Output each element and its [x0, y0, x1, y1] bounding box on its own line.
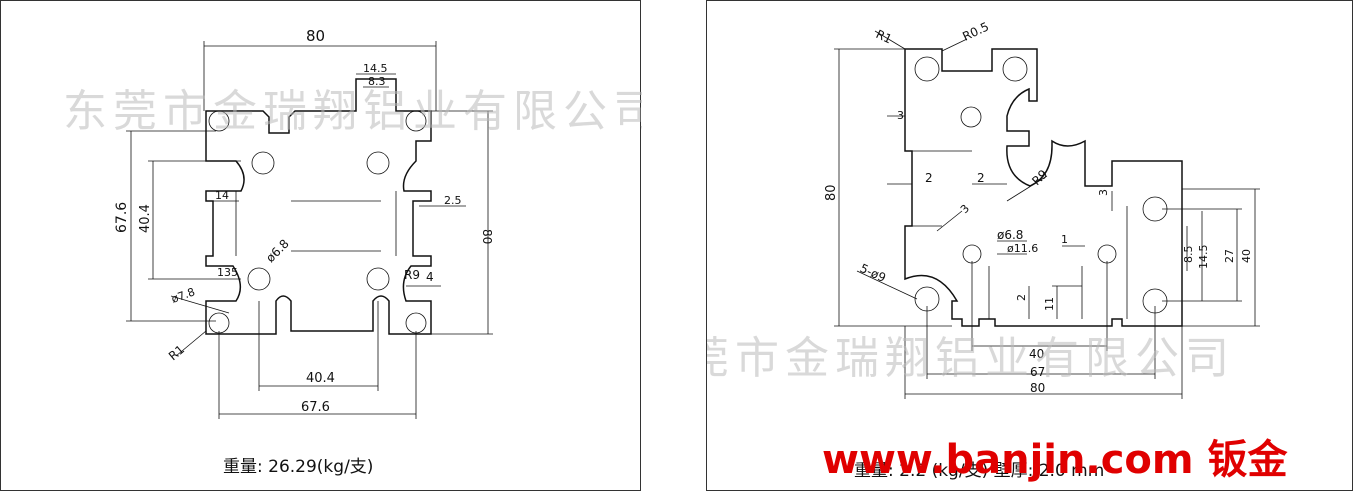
dim-radius-r1: R1: [166, 342, 187, 363]
dim-wall-3a: 3: [897, 109, 904, 122]
dim-14-5: 14.5: [1197, 245, 1210, 270]
right-weight-caption: 重量: 2.2 (kg/支) 壁厚: 2.0 mm: [854, 461, 1104, 481]
dim-bottom-40: 40: [1029, 347, 1044, 361]
dim-bore-6-8: ø6.8: [263, 237, 292, 266]
right-dimension-lines: [834, 30, 1260, 399]
left-profile-outline: [205, 78, 432, 335]
dim-slot-outer: 14.5: [363, 62, 388, 75]
dim-wall-14: 14: [215, 189, 229, 202]
watermark-company-left: 东莞市金瑞翔铝业有限公司: [63, 86, 642, 137]
right-bore-center: [962, 244, 982, 264]
watermark-company-right: 东莞市金瑞翔铝业有限公司: [707, 333, 1235, 384]
right-profile-drawing: R1 R0.5 80 3 2 2 R9 3 3 ø6.8 ø11.6 1 5-ø…: [707, 19, 1288, 483]
right-hole-top-right: [1002, 56, 1028, 82]
dim-wall-1: 1: [1061, 233, 1068, 246]
left-dimension-labels: 80 14.5 8.3 67.6 40.4 80 14 2.5 135 ø6.8…: [114, 27, 494, 415]
dim-wall-2b: 2: [977, 171, 985, 185]
dim-inner-left: 40.4: [138, 204, 153, 233]
dim-width-top: 80: [306, 27, 325, 45]
right-hole-top-left: [914, 56, 940, 82]
dim-wall-4: 4: [426, 270, 434, 284]
right-profile-outline: [904, 48, 1183, 327]
brand-watermark: www.banjin.com 钣金: [822, 437, 1288, 483]
dim-radius-r9: R9: [404, 268, 420, 282]
dim-r0-5: R0.5: [960, 19, 991, 43]
dim-wall-2c: 2: [1015, 294, 1028, 301]
dim-bottom-80: 80: [1030, 381, 1045, 395]
dim-right-height: 80: [480, 229, 494, 244]
dim-bottom-outer: 67.6: [301, 400, 330, 415]
dim-bore-6-8: ø6.8: [997, 228, 1023, 242]
right-profile-panel: R1 R0.5 80 3 2 2 R9 3 3 ø6.8 ø11.6 1 5-ø…: [706, 0, 1353, 491]
dim-bore-11-6: ø11.6: [1007, 242, 1038, 255]
dim-wall-2a: 2: [925, 171, 933, 185]
dim-8-5: 8.5: [1182, 246, 1195, 264]
dim-bottom-67: 67: [1030, 365, 1045, 379]
dim-wall-3c: 3: [958, 202, 972, 216]
left-hole-br: [405, 312, 427, 334]
left-hole-bl: [208, 312, 230, 334]
dim-wall-3b: 3: [1097, 189, 1110, 196]
left-inner-cavity: [235, 191, 397, 256]
dim-11: 11: [1043, 297, 1056, 311]
left-weight-caption: 重量: 26.29(kg/支): [223, 457, 373, 477]
dim-wall-2-5: 2.5: [444, 194, 462, 207]
dim-slot-inner: 8.3: [368, 75, 386, 88]
left-bore-br: [366, 267, 390, 291]
left-profile-drawing: 80 14.5 8.3 67.6 40.4 80 14 2.5 135 ø6.8…: [63, 27, 642, 477]
right-inner-cavity: [912, 150, 1128, 319]
left-bore-bl: [247, 267, 271, 291]
left-hole-tr: [405, 110, 427, 132]
dim-height-left: 67.6: [114, 202, 130, 233]
right-hole-mid-top: [960, 106, 982, 128]
right-hole-right-mid: [1097, 244, 1117, 264]
left-dimension-lines: [126, 41, 493, 419]
dim-bottom-inner: 40.4: [306, 371, 335, 386]
dim-40-right: 40: [1240, 249, 1253, 263]
left-profile-panel: 80 14.5 8.3 67.6 40.4 80 14 2.5 135 ø6.8…: [0, 0, 642, 491]
left-hole-tl: [208, 110, 230, 132]
dim-holes-5-9: 5-ø9: [858, 261, 888, 285]
dim-height-80: 80: [824, 184, 839, 201]
left-bore-tr: [366, 151, 390, 175]
dim-angle-135: 135: [217, 266, 238, 279]
dim-r1: R1: [874, 27, 894, 46]
dim-27: 27: [1223, 249, 1236, 263]
left-bore-tl: [251, 151, 275, 175]
